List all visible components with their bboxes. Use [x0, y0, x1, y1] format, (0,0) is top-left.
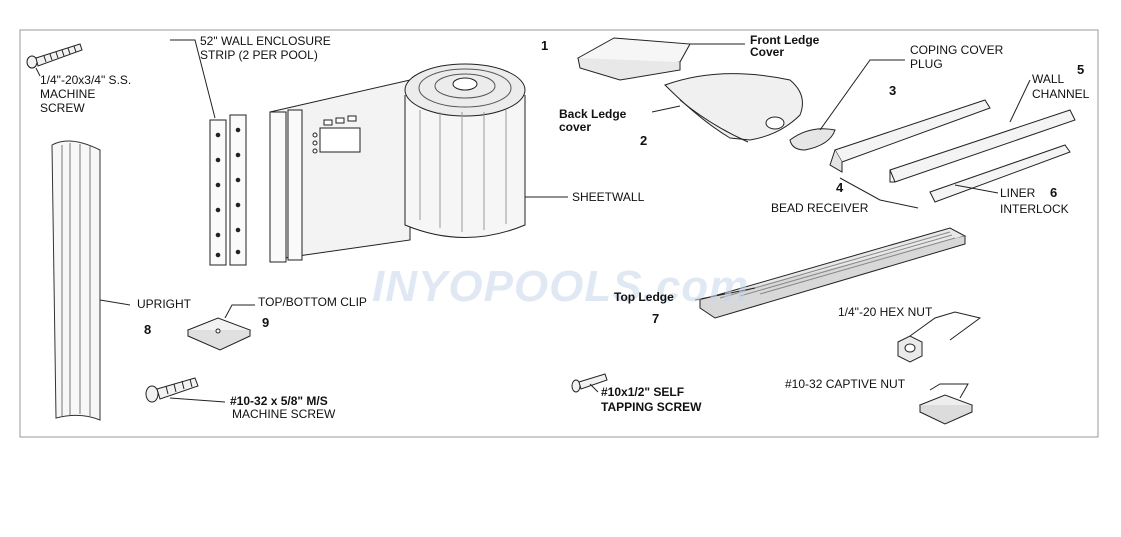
liner-interlock-part [929, 144, 1071, 203]
label-machine-screw-top: 1/4"-20x3/4" S.S. [40, 73, 132, 87]
label-machine-screw-bottom: #10-32 x 5/8" M/S [230, 394, 328, 408]
part-number-2: 2 [640, 133, 648, 148]
wall-channel-part [889, 109, 1076, 183]
label-machine-screw-top-2: MACHINE [40, 87, 96, 101]
leader-coping-plug [819, 59, 905, 131]
leader-self-tapping-screw [589, 383, 599, 393]
leader-machine-screw-bottom [169, 397, 226, 403]
label-machine-screw-bottom-2: MACHINE SCREW [232, 407, 336, 421]
label-machine-screw-top-3: SCREW [40, 101, 85, 115]
top-ledge-part [698, 227, 967, 319]
leader-wall-channel [1009, 79, 1031, 123]
hex-nut-part [897, 335, 923, 363]
top-bottom-clip-part [186, 317, 252, 351]
label-bead-receiver: BEAD RECEIVER [771, 201, 869, 215]
part-number-7: 7 [652, 311, 660, 326]
part-number-9: 9 [262, 315, 270, 330]
leader-back-ledge [651, 105, 681, 113]
label-front-ledge-cover: Front Ledge [750, 33, 820, 47]
label-top-bottom-clip: TOP/BOTTOM CLIP [258, 295, 367, 309]
label-enclosure-strip: 52" WALL ENCLOSURE [200, 34, 331, 48]
label-self-tapping-screw: #10x1/2" SELF [601, 385, 685, 399]
leader-upright [99, 299, 131, 306]
back-ledge-cover-part [664, 73, 803, 143]
part-number-1: 1 [541, 38, 549, 53]
leader-liner-interlock [954, 184, 999, 194]
part-number-5: 5 [1077, 62, 1085, 77]
enclosure-strip-part [209, 114, 247, 266]
part-number-3: 3 [889, 83, 897, 98]
label-sheetwall: SHEETWALL [572, 190, 645, 204]
leader-bead-receiver [839, 177, 919, 209]
label-liner-interlock: LINER [1000, 186, 1036, 200]
machine-screw-bottom-part [145, 377, 199, 403]
label-liner-interlock-2: INTERLOCK [1000, 202, 1069, 216]
label-upright: UPRIGHT [137, 297, 191, 311]
self-tapping-screw-part [571, 373, 608, 393]
captive-nut-part [918, 394, 974, 425]
label-wall-channel-2: CHANNEL [1032, 87, 1090, 101]
label-captive-nut: #10-32 CAPTIVE NUT [785, 377, 906, 391]
leader-top-ledge [694, 287, 756, 301]
label-back-ledge-cover-2: cover [559, 120, 592, 134]
upright-part [51, 140, 101, 421]
watermark: INYOPOOLS.com [372, 262, 750, 311]
label-hex-nut: 1/4"-20 HEX NUT [838, 305, 933, 319]
label-front-ledge-cover-2: Cover [750, 45, 785, 59]
leader-hex-nut [909, 311, 982, 341]
part-number-4: 4 [836, 180, 844, 195]
leader-enclosure-strip [170, 39, 216, 119]
label-coping-cover-plug: COPING COVER [910, 43, 1004, 57]
label-enclosure-strip-2: STRIP (2 PER POOL) [200, 48, 318, 62]
label-coping-cover-plug-2: PLUG [910, 57, 943, 71]
front-ledge-cover-part [576, 37, 691, 81]
diagram-frame [19, 29, 1099, 438]
label-wall-channel: WALL [1032, 72, 1065, 86]
leader-captive-nut [929, 383, 969, 399]
label-back-ledge-cover: Back Ledge [559, 107, 627, 121]
part-number-8: 8 [144, 322, 152, 337]
part-number-6: 6 [1050, 185, 1058, 200]
label-top-ledge: Top Ledge [614, 290, 674, 304]
leader-top-bottom-clip [224, 304, 255, 319]
leader-machine-screw-top [35, 67, 41, 77]
sheetwall-roll [404, 63, 526, 238]
bead-receiver-part [829, 99, 991, 173]
machine-screw-top-part [26, 43, 83, 69]
sheetwall-panel [269, 79, 411, 263]
label-self-tapping-screw-2: TAPPING SCREW [601, 400, 702, 414]
coping-cover-plug-part [789, 128, 836, 151]
